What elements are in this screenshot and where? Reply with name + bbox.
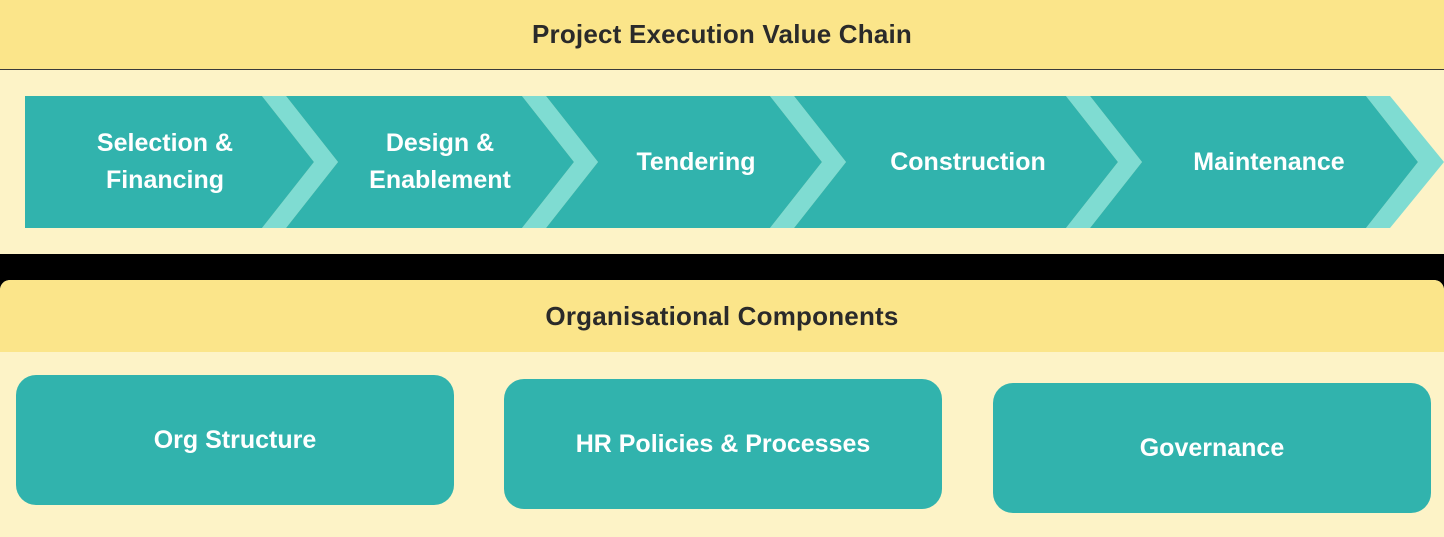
- component-label: Governance: [1139, 433, 1285, 462]
- chevron-step-5: [1090, 96, 1444, 228]
- value-chain-chevrons: [25, 96, 1444, 228]
- chevron-step-4: [794, 96, 1142, 228]
- chevron-label-tendering: Tendering: [636, 147, 756, 176]
- component-hr-policies: HR Policies & Processes: [504, 379, 942, 509]
- chevron-label-design-enablement: Design & Enablement: [369, 129, 511, 194]
- chevron-label-construction: Construction: [890, 147, 1046, 176]
- components-panel: Organisational Components Org Structure …: [0, 280, 1444, 537]
- component-label: Org Structure: [153, 425, 317, 454]
- component-label: HR Policies & Processes: [575, 429, 871, 458]
- component-org-structure: Org Structure: [16, 375, 454, 505]
- components-title: Organisational Components: [0, 280, 1444, 352]
- chevron-step-2: [286, 96, 598, 228]
- chevron-label-selection-financing: Selection & Financing: [96, 129, 234, 194]
- component-governance: Governance: [993, 383, 1431, 513]
- chevron-step-3: [546, 96, 846, 228]
- value-chain-panel: Project Execution Value Chain Selection …: [0, 0, 1444, 254]
- chevron-label-maintenance: Maintenance: [1193, 147, 1345, 176]
- chevron-step-1: [25, 96, 338, 228]
- value-chain-title: Project Execution Value Chain: [0, 0, 1444, 70]
